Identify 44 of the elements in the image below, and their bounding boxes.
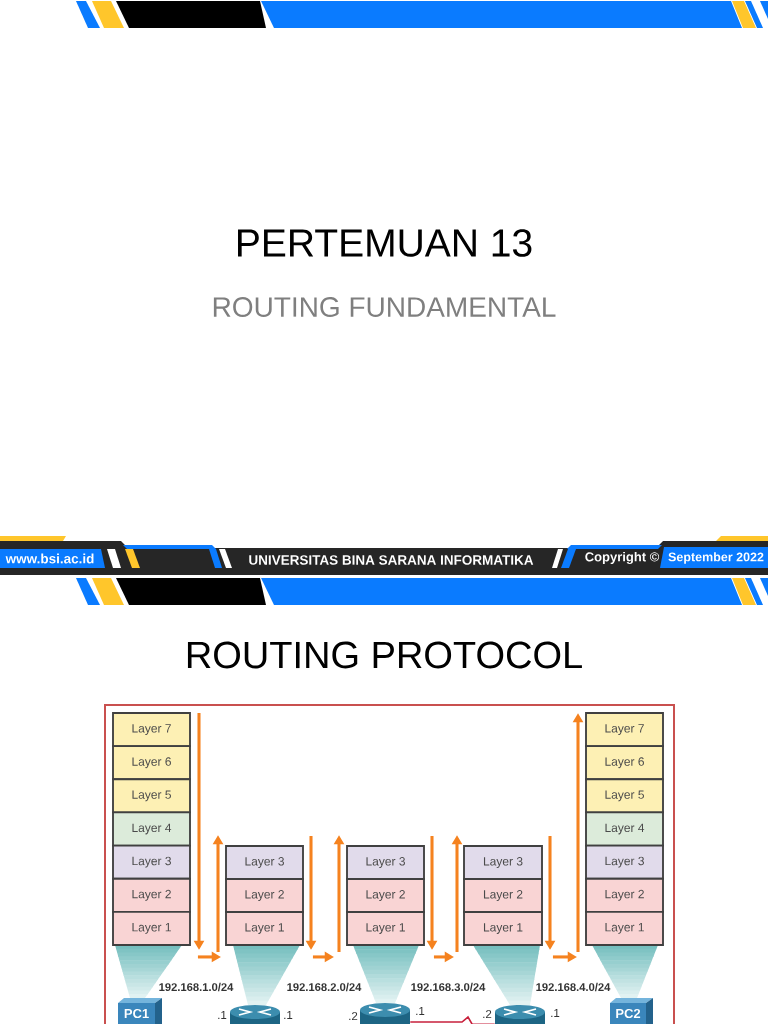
layer-box: Layer 7	[585, 712, 664, 748]
interface-label: .1	[284, 1011, 293, 1019]
layer-box: Layer 1	[463, 911, 543, 946]
layer-box: Layer 3	[585, 844, 664, 880]
layer-box: Layer 1	[112, 910, 191, 946]
network-label: 192.168.3.0/24	[411, 982, 486, 992]
interface-label: .1	[551, 1009, 560, 1017]
network-label: 192.168.1.0/24	[159, 982, 234, 992]
link-line	[409, 1015, 496, 1024]
interface-label: .2	[349, 1012, 358, 1020]
layer-box: Layer 5	[112, 778, 191, 814]
layer-box: Layer 3	[346, 845, 425, 880]
router-icon	[360, 1003, 410, 1024]
layer-box: Layer 5	[585, 778, 664, 814]
subheading: ROUTING FUNDAMENTAL	[213, 297, 556, 317]
layer-box: Layer 4	[585, 811, 664, 847]
layer-box: Layer 2	[463, 878, 543, 913]
network-label: 192.168.4.0/24	[536, 982, 611, 992]
heading: PERTEMUAN 13	[238, 229, 532, 257]
footer-text: UNIVERSITAS BINA SARANA INFORMATIKA	[249, 555, 534, 565]
layer-box: Layer 2	[346, 878, 425, 913]
layer-box: Layer 2	[112, 877, 191, 913]
interface-label: .1	[416, 1007, 425, 1015]
network-label: 192.168.2.0/24	[287, 982, 362, 992]
layer-box: Layer 2	[585, 877, 664, 913]
router-icon	[230, 1005, 280, 1024]
slide-title: ROUTING PROTOCOL	[187, 641, 582, 669]
date-label: September 2022	[660, 547, 768, 568]
layer-box: Layer 3	[112, 844, 191, 880]
layer-box: Layer 2	[225, 878, 304, 913]
interface-label: .1	[218, 1011, 227, 1019]
layer-box: Layer 3	[463, 845, 543, 880]
layer-box: Layer 6	[112, 745, 191, 781]
web-address: www.bsi.ac.id	[0, 549, 105, 568]
interface-label: .2	[483, 1010, 492, 1018]
layer-box: Layer 6	[585, 745, 664, 781]
layer-box: Layer 1	[225, 911, 304, 946]
copyright-text: Copyright ©	[585, 551, 660, 565]
layer-box: Layer 4	[112, 811, 191, 847]
layer-box: Layer 7	[112, 712, 191, 748]
layer-box: Layer 1	[585, 910, 664, 946]
layer-box: Layer 1	[346, 911, 425, 946]
router-icon	[495, 1005, 545, 1024]
layer-box: Layer 3	[225, 845, 304, 880]
